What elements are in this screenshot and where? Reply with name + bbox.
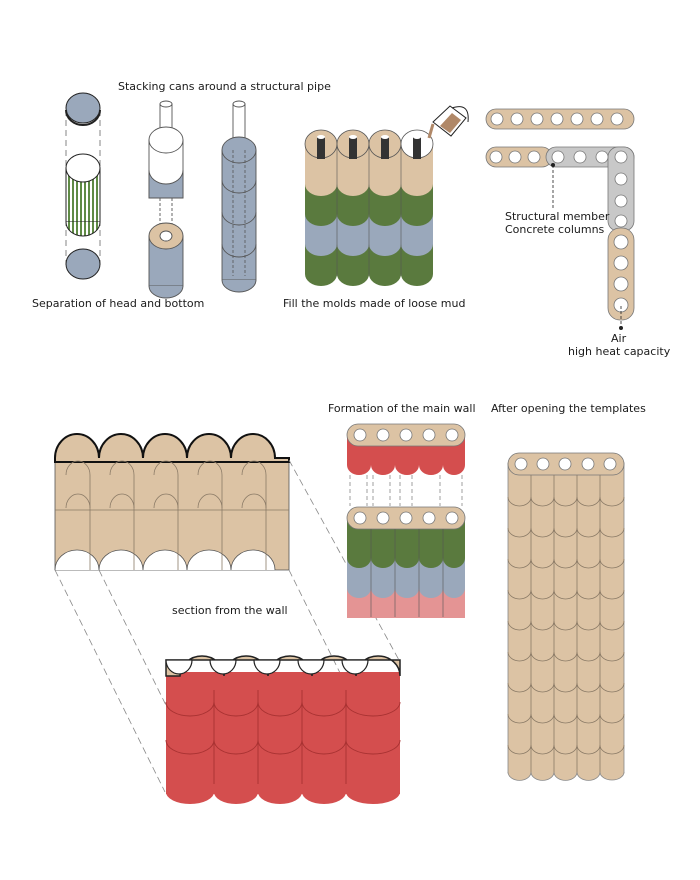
pouring-jug-icon: [427, 105, 469, 139]
formation-label: Formation of the main wall: [328, 402, 476, 415]
concrete-columns-label: Concrete columns: [505, 223, 605, 236]
separation-label: Separation of head and bottom: [32, 297, 205, 310]
air-label: Air: [611, 332, 627, 345]
wall-row-line: [507, 651, 625, 662]
can-on-pipe-illustration: [148, 100, 184, 299]
wall-block-illustration: [54, 433, 400, 793]
opened-wall-illustration: [507, 452, 625, 781]
filled-molds-illustration: [304, 105, 469, 286]
wall-row-line: [507, 682, 625, 693]
wall-row-line: [507, 713, 625, 724]
fill-molds-label: Fill the molds made of loose mud: [283, 297, 466, 310]
heat-capacity-label: high heat capacity: [568, 345, 671, 358]
separation-illustration: [65, 92, 101, 280]
after-opening-label: After opening the templates: [491, 402, 646, 415]
wall-row-line: [507, 744, 625, 755]
structural-member-label: Structural member: [505, 210, 610, 223]
stacking-cans-label: Stacking cans around a structural pipe: [118, 80, 331, 93]
plan-rings-illustration: [485, 108, 635, 330]
main-wall-formation-illustration: [346, 423, 466, 618]
wall-row-line: [507, 558, 625, 569]
wall-row-line: [507, 589, 625, 600]
wall-row-line: [507, 496, 625, 507]
wall-section-illustration: [165, 655, 401, 804]
stacked-cans-illustration: [221, 100, 257, 293]
section-label: section from the wall: [172, 604, 288, 617]
wall-row-line: [507, 620, 625, 631]
wall-row-line: [507, 527, 625, 538]
